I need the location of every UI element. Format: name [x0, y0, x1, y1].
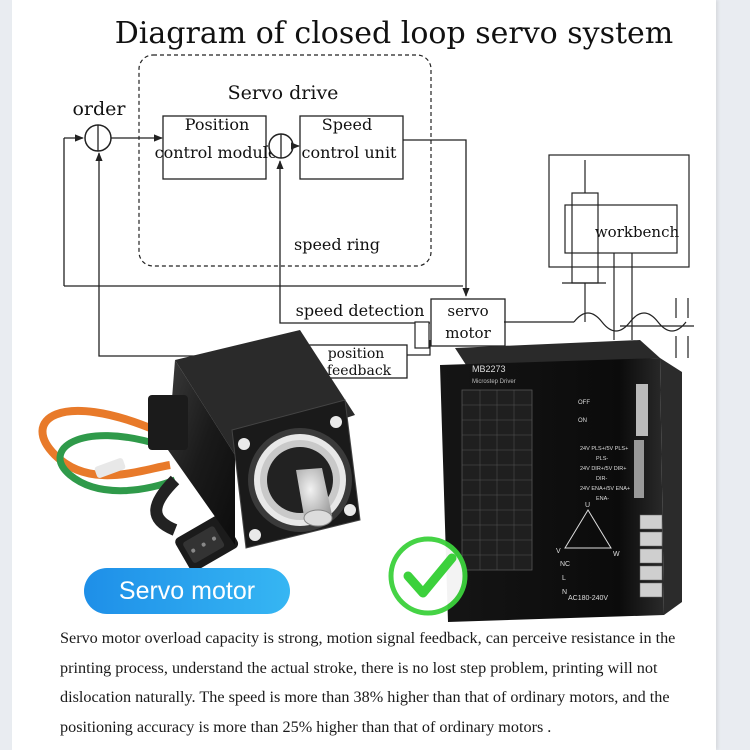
phase-u: U	[585, 502, 590, 509]
phase-v: V	[556, 548, 561, 555]
speed-ring-label: speed ring	[294, 235, 380, 254]
servo-motor-block	[430, 298, 506, 347]
position-control-module	[162, 115, 267, 180]
speed-control-unit	[299, 115, 404, 180]
order-label: order	[72, 98, 126, 120]
position-summing-junction	[84, 124, 112, 152]
servo-motor-label: Servo motor	[84, 568, 290, 614]
driver-voltage: AC180-240V	[568, 595, 608, 602]
position-feedback-line2: feedback	[327, 363, 392, 379]
servo-motor-illustration	[38, 330, 361, 572]
description-caption: Servo motor overload capacity is strong,…	[60, 629, 676, 736]
position-control-line1: Position	[185, 115, 250, 134]
driver-model: MB2273	[472, 364, 506, 374]
terminal-nc: NC	[560, 561, 570, 568]
signal-label-6: ENA-	[596, 496, 609, 502]
terminal-l: L	[562, 575, 566, 582]
speed-detection-label: speed detection	[296, 301, 425, 320]
check-icon	[388, 536, 468, 616]
switch-on-label: ON	[578, 418, 587, 424]
switch-off-label: OFF	[578, 400, 590, 406]
workbench-label: workbench	[595, 223, 680, 241]
signal-label-3: 24V DIR+/5V DIR+	[580, 466, 626, 472]
diagram-title: Diagram of closed loop servo system	[115, 16, 674, 51]
servo-motor-line2: motor	[445, 324, 491, 342]
signal-label-1: 24V PLS+/5V PLS+	[580, 446, 628, 452]
driver-subtitle: Microstep Driver	[472, 379, 516, 385]
signal-label-2: PLS-	[596, 456, 608, 462]
speed-control-line2: control unit	[302, 143, 398, 162]
speed-summing-junction	[268, 133, 294, 159]
workbench-mechanism	[504, 154, 694, 358]
servo-drive-label: Servo drive	[228, 82, 339, 104]
position-feedback-line1: position	[328, 346, 385, 362]
speed-control-line1: Speed	[322, 115, 372, 134]
signal-label-5: 24V ENA+/5V ENA+	[580, 486, 630, 492]
signal-label-4: DIR-	[596, 476, 607, 482]
servo-driver-illustration: MB2273 Microstep Driver OFF ON 24V PLS+/…	[440, 340, 682, 622]
position-control-line2: control module	[155, 143, 278, 162]
servo-motor-line1: servo	[447, 302, 488, 320]
phase-w: W	[613, 551, 620, 558]
servo-drive-boundary	[138, 54, 432, 267]
terminal-n: N	[562, 589, 567, 596]
